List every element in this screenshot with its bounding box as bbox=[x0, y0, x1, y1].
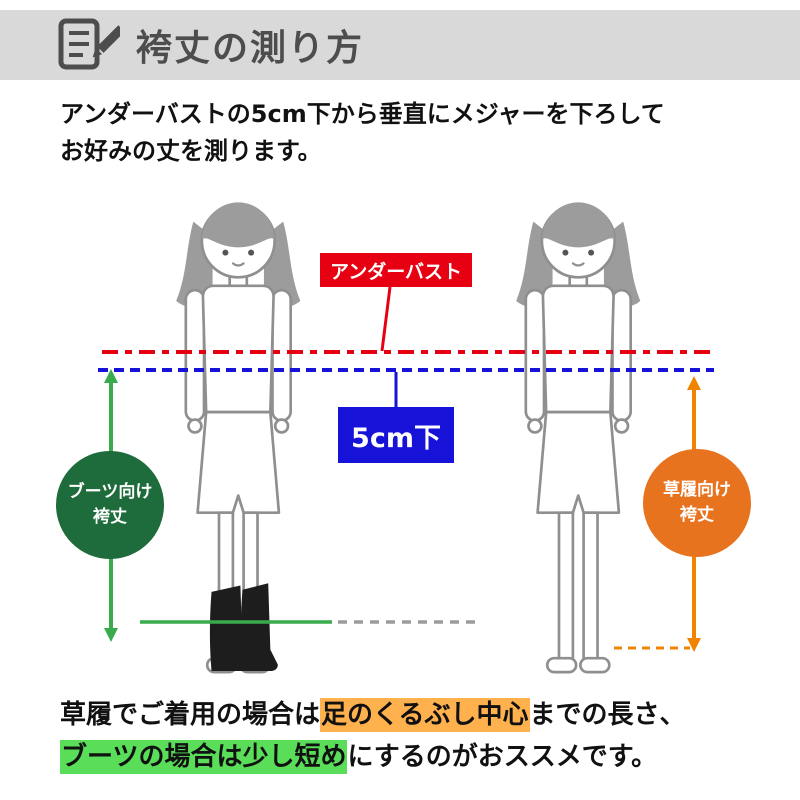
figure-zori-person bbox=[514, 201, 642, 674]
footer-line-2: ブーツの場合は少し短めにするのがおススメです。 bbox=[60, 736, 686, 778]
footer-line1-highlight: 足のくるぶし中心 bbox=[320, 698, 530, 732]
intro-line-1: アンダーバストの5cm下から垂直にメジャーを下ろして bbox=[60, 100, 665, 128]
intro-line-2: お好みの丈を測ります。 bbox=[60, 137, 322, 166]
zori-badge-line-2: 袴丈 bbox=[680, 505, 714, 525]
underbust-connector bbox=[380, 286, 392, 352]
footer-note: 草履でご着用の場合は足のくるぶし中心までの長さ、 ブーツの場合は少し短めにするの… bbox=[60, 694, 686, 778]
footer-line2-post: にするのがおススメです。 bbox=[347, 742, 658, 773]
footer-line-1: 草履でご着用の場合は足のくるぶし中心までの長さ、 bbox=[60, 694, 686, 736]
footer-line2-highlight: ブーツの場合は少し短め bbox=[60, 740, 348, 775]
boots-badge-line-2: 袴丈 bbox=[93, 507, 127, 527]
footer-line1-post: までの長さ、 bbox=[529, 700, 686, 730]
memo-pencil-icon bbox=[58, 14, 125, 76]
below-5cm-label: 5cm下 bbox=[338, 407, 454, 463]
zori-length-badge: 草履向け 袴丈 bbox=[643, 449, 751, 557]
figure-boots-person bbox=[174, 201, 302, 674]
boots-length-badge: ブーツ向け 袴丈 bbox=[56, 451, 164, 559]
header-bar: 袴丈の測り方 bbox=[0, 10, 800, 80]
footer-line1-pre: 草履でご着用の場合は bbox=[60, 700, 321, 730]
zori-badge-line-1: 草履向け bbox=[663, 480, 731, 501]
boots-badge-line-1: ブーツ向け bbox=[67, 482, 153, 503]
intro-text: アンダーバストの5cm下から垂直にメジャーを下ろして お好みの丈を測ります。 bbox=[60, 96, 665, 170]
black-boots bbox=[209, 583, 278, 672]
page-title: 袴丈の測り方 bbox=[136, 28, 365, 69]
underbust-label: アンダーバスト bbox=[320, 253, 472, 287]
